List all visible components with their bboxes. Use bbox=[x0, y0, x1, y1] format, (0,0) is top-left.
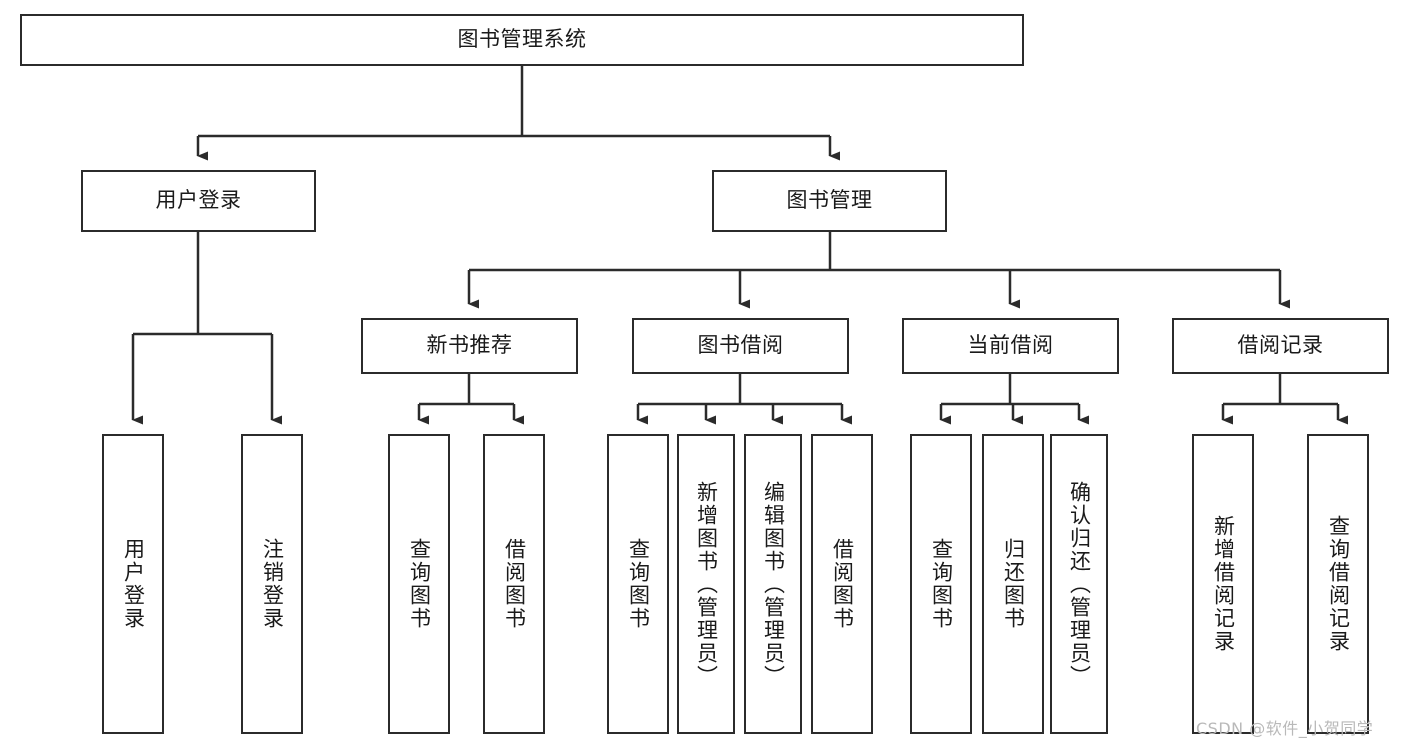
node-leaf-query-book-2[interactable]: 查询图书 bbox=[607, 434, 669, 734]
node-leaf-borrow-book-2[interactable]: 借阅图书 bbox=[811, 434, 873, 734]
node-root-label: 图书管理系统 bbox=[457, 27, 587, 52]
node-leaf-add-book-admin-label: 新增图书（管理员） bbox=[694, 480, 719, 688]
node-leaf-return-book-label: 归还图书 bbox=[1001, 538, 1026, 630]
node-leaf-borrow-book-1-label: 借阅图书 bbox=[502, 538, 527, 630]
edge-group-book-borrow bbox=[636, 374, 852, 425]
node-new-book-recommend-label: 新书推荐 bbox=[426, 333, 513, 358]
node-root[interactable]: 图书管理系统 bbox=[20, 14, 1024, 66]
node-new-book-recommend[interactable]: 新书推荐 bbox=[361, 318, 578, 374]
node-borrow-record-label: 借阅记录 bbox=[1237, 333, 1324, 358]
node-current-borrow-label: 当前借阅 bbox=[967, 333, 1054, 358]
node-leaf-query-book-1[interactable]: 查询图书 bbox=[388, 434, 450, 734]
node-leaf-query-borrow-record[interactable]: 查询借阅记录 bbox=[1307, 434, 1369, 734]
node-leaf-query-book-3-label: 查询图书 bbox=[929, 538, 954, 630]
node-leaf-add-book-admin[interactable]: 新增图书（管理员） bbox=[677, 434, 735, 734]
node-leaf-user-login[interactable]: 用户登录 bbox=[102, 434, 164, 734]
node-borrow-record[interactable]: 借阅记录 bbox=[1172, 318, 1389, 374]
edge-group-root bbox=[196, 66, 840, 161]
node-book-manage-label: 图书管理 bbox=[786, 188, 873, 213]
node-leaf-add-borrow-record-label: 新增借阅记录 bbox=[1211, 515, 1236, 653]
node-book-borrow[interactable]: 图书借阅 bbox=[632, 318, 849, 374]
edge-group-book-manage bbox=[467, 232, 1290, 309]
node-leaf-user-login-label: 用户登录 bbox=[121, 538, 146, 630]
node-leaf-borrow-book-1[interactable]: 借阅图书 bbox=[483, 434, 545, 734]
edge-group-current-borrow bbox=[939, 374, 1089, 425]
node-leaf-user-logout[interactable]: 注销登录 bbox=[241, 434, 303, 734]
edge-group-user-login bbox=[131, 232, 282, 425]
node-book-manage[interactable]: 图书管理 bbox=[712, 170, 947, 232]
node-leaf-edit-book-admin[interactable]: 编辑图书（管理员） bbox=[744, 434, 802, 734]
node-leaf-user-logout-label: 注销登录 bbox=[260, 538, 285, 630]
node-book-borrow-label: 图书借阅 bbox=[697, 333, 784, 358]
node-leaf-edit-book-admin-label: 编辑图书（管理员） bbox=[761, 480, 786, 688]
node-leaf-query-borrow-record-label: 查询借阅记录 bbox=[1326, 515, 1351, 653]
node-leaf-borrow-book-2-label: 借阅图书 bbox=[830, 538, 855, 630]
node-leaf-return-book[interactable]: 归还图书 bbox=[982, 434, 1044, 734]
node-leaf-confirm-return-admin-label: 确认归还（管理员） bbox=[1067, 480, 1092, 688]
node-leaf-add-borrow-record[interactable]: 新增借阅记录 bbox=[1192, 434, 1254, 734]
node-leaf-query-book-2-label: 查询图书 bbox=[626, 538, 651, 630]
edge-group-new-book-recommend bbox=[417, 374, 524, 425]
node-current-borrow[interactable]: 当前借阅 bbox=[902, 318, 1119, 374]
node-leaf-query-book-1-label: 查询图书 bbox=[407, 538, 432, 630]
node-user-login[interactable]: 用户登录 bbox=[81, 170, 316, 232]
node-leaf-confirm-return-admin[interactable]: 确认归还（管理员） bbox=[1050, 434, 1108, 734]
node-leaf-query-book-3[interactable]: 查询图书 bbox=[910, 434, 972, 734]
node-user-login-label: 用户登录 bbox=[155, 188, 242, 213]
edge-group-borrow-record bbox=[1221, 374, 1348, 425]
